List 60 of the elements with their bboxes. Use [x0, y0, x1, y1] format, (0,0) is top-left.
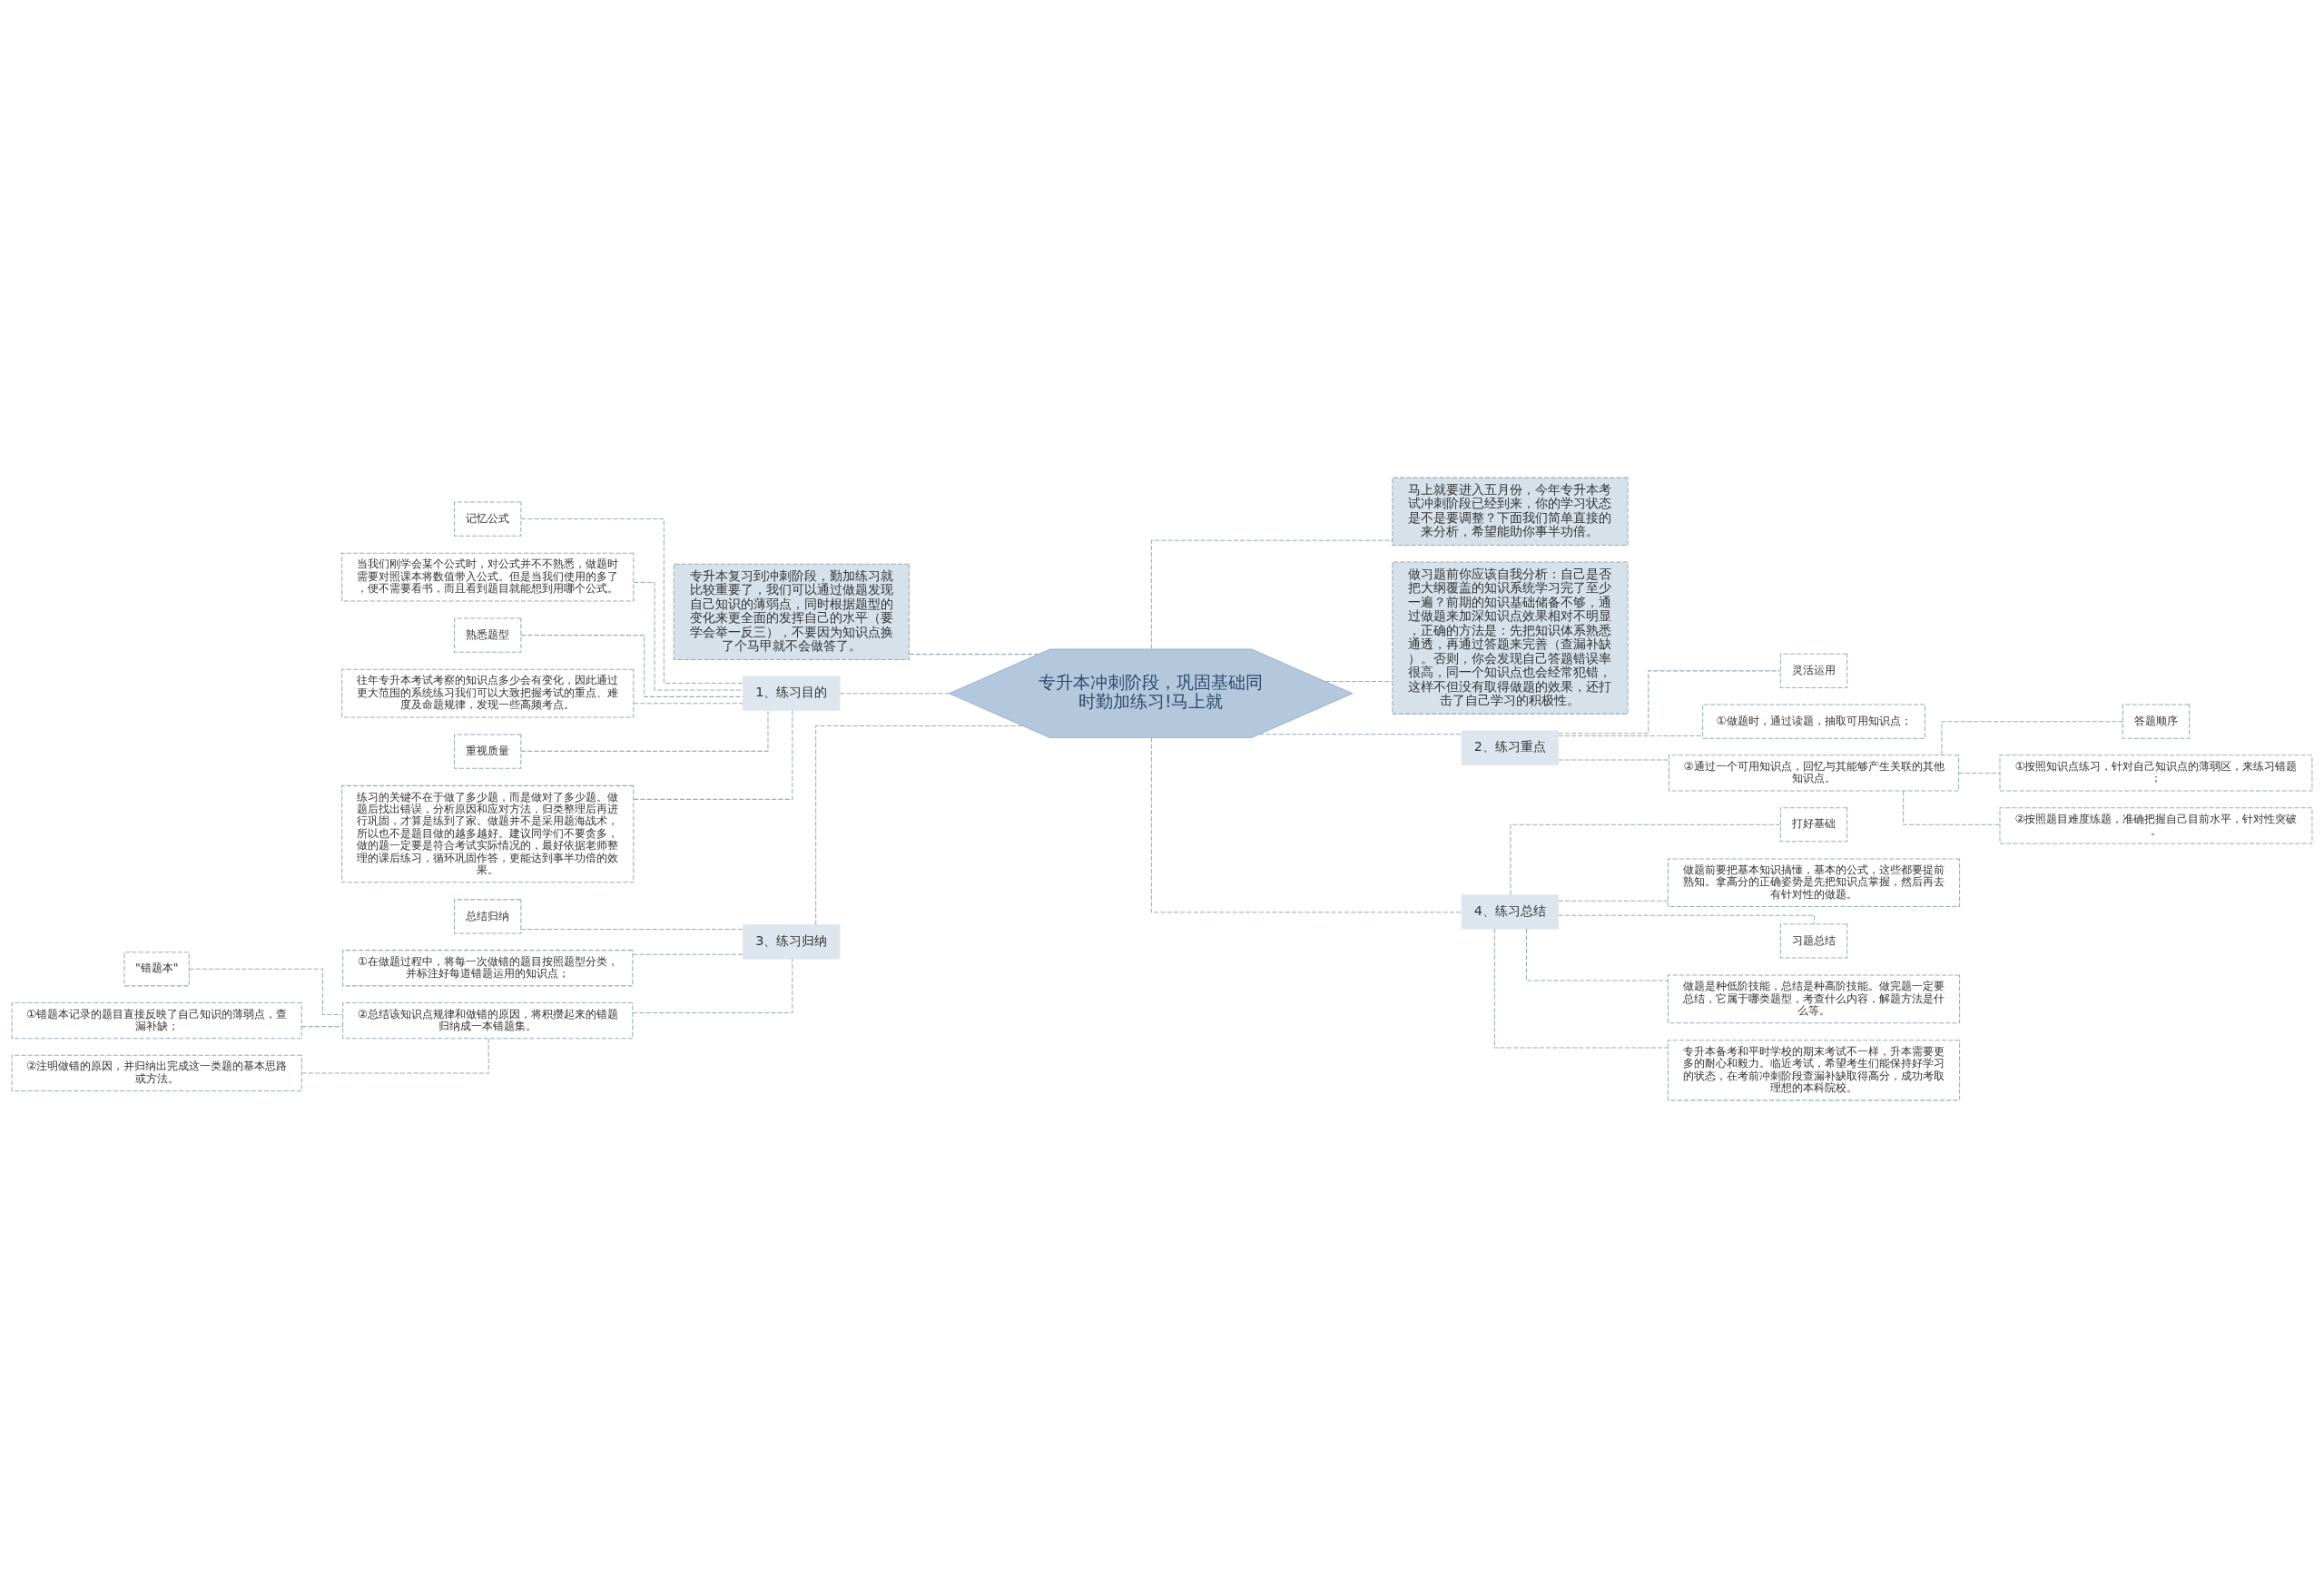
connector: [633, 703, 743, 705]
connector: [633, 582, 743, 691]
node-box: 当我们刚学会某个公式时，对公式并不不熟悉，做题时需要对照课本将数值带入公式。但是当我们使用的多了，便不需要看书，而且看到题目就能想到用哪个公式。: [341, 552, 635, 602]
node-box: 专升本复习到冲刺阶段，勤加练习就比较重要了，我们可以通过做题发现自己知识的薄弱点，同时根据题型的变化来更全面的发挥自己的水平（要学会举一反三），不要因为知识点换了个马甲就不会做答了。: [673, 563, 910, 660]
connector: [815, 725, 1024, 926]
connector: [839, 693, 950, 695]
node-box: 做题前要把基本知识搞懂，基本的公式，这些都要提前熟知。拿高分的正确姿势是先把知识点掌握，然后再去有针对性的做题。: [1667, 858, 1961, 908]
node-box: 习题总结: [1779, 923, 1848, 959]
connector: [1558, 914, 1816, 925]
connector: [188, 968, 343, 1016]
connector: [1941, 721, 2123, 756]
node-box: 马上就要进入五月份，今年专升本考试冲刺阶段已经到来，你的学习状态是不是要调整？下面我们简单直接的来分析，希望能助你事半功倍。: [1392, 477, 1629, 546]
node-box: ②注明做错的原因，并归纳出完成这一类题的基本思路或方法。: [11, 1054, 302, 1092]
connector: [1150, 736, 1462, 913]
node-box: ①在做题过程中，将每一次做错的题目按照题型分类，并标注好每道错题运用的知识点；: [342, 950, 634, 987]
node-box: 总结归纳: [454, 899, 522, 934]
node-box: 做题是种低阶技能，总结是种高阶技能。做完题一定要总结，它属于哪类题型，考查什么内容，解题方法是什么等。: [1667, 974, 1961, 1024]
node-box: 3、练习归纳: [743, 924, 841, 960]
connector: [1525, 928, 1669, 981]
node-box: 做习题前你应该自我分析：自己是否把大纲覆盖的知识系统学习完了至少一遍？前期的知识基础储备不够，通过做题来加深知识点效果相对不明显，正确的方法是：先把知识体系熟悉通透，再通过答题来完善（查漏补缺）。否则，你会发现自己答题错误率很高，同一个知识点也会经常犯错，这样不但没有取得做题的效果，还打击了自己学习的积极性。: [1392, 561, 1629, 715]
connector: [1150, 539, 1393, 650]
node-box: 往年专升本考试考察的知识点多少会有变化，因此通过更大范围的系统练习我们可以大致把握考试的重点、难度及命题规律，发现一些高频考点。: [341, 668, 635, 718]
node-box: 2、练习重点: [1461, 730, 1560, 765]
node-box: 答题顺序: [2122, 704, 2191, 739]
connector: [1558, 670, 1781, 735]
connector: [633, 709, 793, 800]
node-box: ②按照题目难度练题，准确把握自己目前水平，针对性突破。: [1999, 807, 2313, 844]
connector: [520, 635, 743, 697]
node-box: ②总结该知识点规律和做错的原因，将积攒起来的错题归纳成一本错题集。: [342, 1001, 634, 1040]
connector: [520, 518, 743, 685]
node-box: 专升本备考和平时学校的期末考试不一样，升本需要更多的耐心和毅力。临近考试，希望考生们能保持好学习的状态，在考前冲刺阶段查漏补缺取得高分，成功考取理想的本科院校。: [1667, 1040, 1961, 1101]
connector: [300, 1038, 489, 1074]
connector: [520, 928, 743, 930]
node-box: 记忆公式: [454, 501, 522, 537]
connector: [632, 958, 793, 1014]
connector: [520, 709, 769, 752]
node-box: ①错题本记录的题目直接反映了自己知识的薄弱点，查漏补缺；: [11, 1001, 302, 1040]
connector: [632, 953, 743, 955]
connector: [1324, 681, 1393, 683]
node-box: ①按照知识点练习，针对自己知识点的薄弱区，来练习错题；: [1999, 754, 2313, 792]
connector: [1903, 790, 2001, 825]
connector: [1258, 734, 1462, 735]
node-box: "错题本": [123, 952, 190, 987]
node-box: 1、练习目的: [743, 676, 841, 711]
node-box: 打好基础: [1779, 807, 1848, 843]
connector: [1558, 759, 1669, 761]
node-box: 灵活运用: [1779, 653, 1848, 688]
connector: [1958, 772, 2001, 774]
connector: [1558, 900, 1669, 902]
node-box: ②通过一个可用知识点，回忆与其能够产生关联的其他知识点。: [1668, 754, 1960, 792]
connector: [909, 654, 1039, 656]
connector: [300, 1026, 344, 1028]
connector: [1510, 824, 1781, 895]
node-box: ①做题时，通过读题，抽取可用知识点；: [1702, 704, 1925, 739]
node-box: 练习的关键不在于做了多少题，而是做对了多少题。做题后找出错误，分析原因和应对方法，归类整理后再进行巩固，才算是练到了家。做题并不是采用题海战术，所以也不是题目做的越多越好。建议同学们不要贪多，做的题一定要是符合考试实际情况的，最好依据老师整理的课后练习，循环巩固作答，更能达到事半功倍的效果。: [341, 784, 635, 883]
node-box: 重视质量: [454, 734, 522, 769]
connector: [1558, 735, 1703, 736]
node-box: 4、练习总结: [1461, 894, 1560, 930]
connector: [1493, 928, 1669, 1049]
node-box: 熟悉题型: [454, 617, 522, 653]
